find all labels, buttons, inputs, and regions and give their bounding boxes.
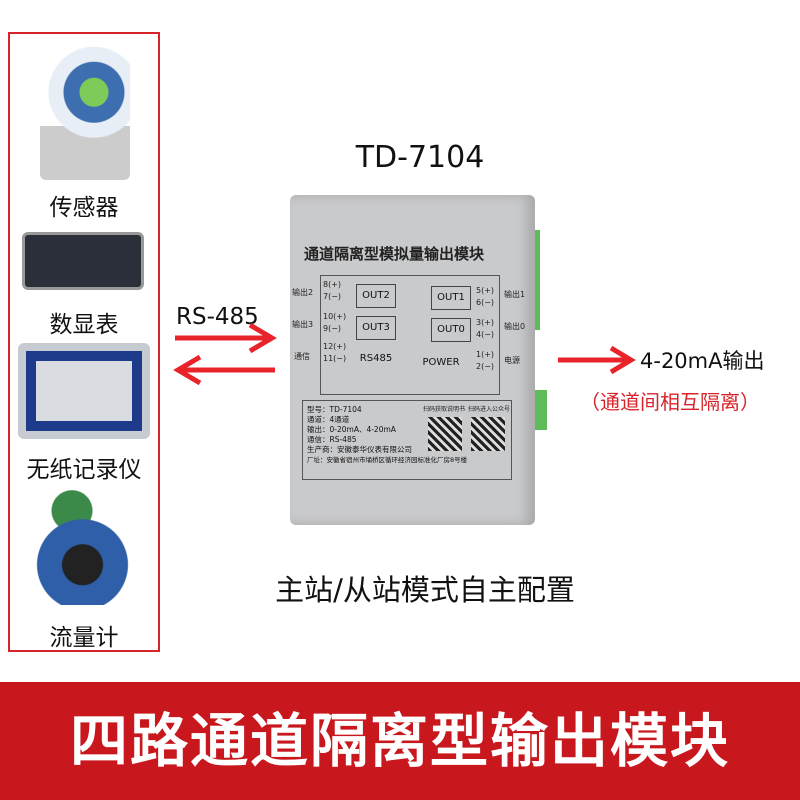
terminal-right-bottom — [535, 390, 547, 430]
spec-line: 输出：0-20mA、4-20mA — [307, 425, 396, 434]
flowmeter-image — [30, 490, 135, 605]
device-list-panel — [8, 32, 160, 652]
pin: 3(+) — [476, 318, 495, 327]
qr-label: 扫码获取说明书 — [423, 406, 466, 413]
pin-label: 输出3 — [292, 320, 314, 329]
banner-title: 四路通道隔离型输出模块 — [0, 682, 800, 800]
module-device: 通道隔离型模拟量输出模块 OUT2 OUT1 OUT3 OUT0 RS485 P… — [290, 195, 535, 525]
comm-label: RS-485 — [176, 304, 259, 330]
qr-code-account — [471, 417, 505, 451]
pin: 11(−) — [323, 354, 347, 363]
block-out0: OUT0 — [431, 318, 471, 342]
product-model: TD-7104 — [355, 140, 485, 175]
item-label-flowmeter: 流量计 — [49, 625, 119, 651]
qr-code-manual — [428, 417, 462, 451]
spec-plate: 型号：TD-7104 通道：4通道 输出：0-20mA、4-20mA 通信：RS… — [302, 400, 512, 480]
pin-label: 通信 — [294, 352, 310, 361]
wiring-diagram: OUT2 OUT1 OUT3 OUT0 RS485 POWER 8(+) 7(−… — [320, 275, 500, 395]
pin-label: 输出2 — [292, 288, 314, 297]
mode-note: 主站/从站模式自主配置 — [275, 573, 575, 607]
pin: 1(+) — [476, 350, 495, 359]
item-label-sensor: 传感器 — [49, 195, 119, 221]
pin: 5(+) — [476, 286, 495, 295]
device-title: 通道隔离型模拟量输出模块 — [304, 245, 485, 263]
pin: 4(−) — [476, 330, 495, 339]
bidirectional-arrow-icon — [173, 322, 277, 385]
block-rs485: RS485 — [356, 348, 396, 370]
qr-label: 扫码进入公众号 — [468, 406, 511, 413]
pin: 12(+) — [323, 342, 347, 351]
right-arrow-icon — [558, 345, 636, 375]
pin: 9(−) — [323, 324, 342, 333]
output-label: 4-20mA输出 — [640, 349, 765, 373]
pin-label: 输出0 — [504, 322, 526, 331]
pin-label: 输出1 — [504, 290, 526, 299]
pin: 8(+) — [323, 280, 342, 289]
block-out1: OUT1 — [431, 286, 471, 310]
spec-line: 生产商：安徽泰华仪表有限公司 — [307, 445, 412, 454]
block-power: POWER — [416, 352, 466, 374]
pin: 6(−) — [476, 298, 495, 307]
pin: 10(+) — [323, 312, 347, 321]
block-out2: OUT2 — [356, 284, 396, 308]
pin: 7(−) — [323, 292, 342, 301]
pin-label: 电源 — [504, 356, 520, 365]
item-label-recorder: 无纸记录仪 — [26, 457, 142, 483]
pin: 2(−) — [476, 362, 495, 371]
isolation-note: （通道间相互隔离） — [580, 390, 760, 414]
paperless-recorder-image — [18, 343, 150, 439]
digital-display-image — [22, 232, 144, 290]
item-label-display: 数显表 — [49, 312, 119, 338]
spec-line: 厂址：安徽省宿州市埇桥区循环经济园标准化厂房8号楼 — [307, 456, 468, 464]
pressure-sensor-image — [40, 45, 130, 180]
spec-line: 通信：RS-485 — [307, 435, 357, 444]
spec-line: 通道：4通道 — [307, 415, 350, 424]
spec-line: 型号：TD-7104 — [307, 405, 362, 414]
block-out3: OUT3 — [356, 316, 396, 340]
